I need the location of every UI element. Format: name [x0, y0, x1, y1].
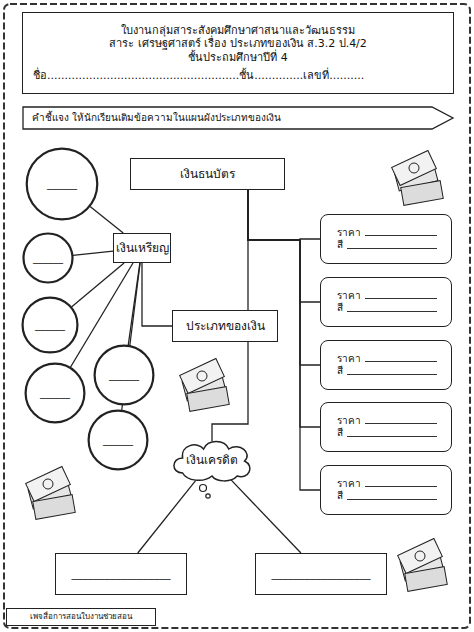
node-text: คำชี้แจง ให้นักเรียนเติมข้อความในแผนผังป… [32, 112, 281, 125]
coin-circle: ______ [23, 233, 73, 283]
node-text: ชั้นประถมศึกษาปีที่ 4 [33, 51, 443, 65]
node-text: สี [337, 427, 437, 440]
cloud-tail [200, 485, 207, 492]
node-text: ราคา [337, 290, 437, 303]
money-icon [180, 358, 230, 411]
connector-line [73, 251, 113, 255]
node-text: ราคา [337, 227, 437, 240]
node-text: ราคา [337, 415, 437, 428]
money-icon [392, 150, 444, 205]
money-icon [26, 466, 76, 519]
banknote-box: ราคาสี [320, 402, 452, 452]
connector-line [138, 480, 196, 553]
node-text: เพจสื่อการสอนใบงานช่วยสอน [30, 612, 132, 622]
node-text: ประเภทของเงิน [186, 319, 265, 334]
connector-line [248, 190, 320, 240]
connector-line [71, 263, 124, 307]
connector-line [90, 206, 123, 233]
coin-circle: ______ [22, 297, 78, 353]
node-text: สี [337, 490, 437, 503]
category-box: เงินเหรียญ [113, 233, 171, 263]
credit-cloud: เงินเครดิต [170, 438, 254, 482]
node-text: สี [337, 365, 437, 378]
node-text: ______ [40, 387, 70, 400]
cloud-tail [206, 494, 210, 498]
node-text: __________________ [272, 567, 371, 581]
central-box: ประเภทของเงิน [172, 310, 278, 342]
node-text: สี [337, 302, 437, 315]
category-box: เงินธนบัตร [130, 158, 285, 190]
coin-circle: ______ [88, 410, 148, 470]
node-text: เงินเครดิต [186, 453, 238, 468]
money-icon [398, 538, 448, 591]
connector-line [248, 190, 320, 427]
header-box: ใบงานกลุ่มสาระสังคมศึกษาศาสนาและวัฒนธรรม… [22, 12, 454, 94]
node-text: ______ [103, 434, 133, 447]
answer-box: __________________ [255, 553, 387, 595]
banknote-box: ราคาสี [320, 465, 452, 515]
node-text: ______ [33, 252, 63, 265]
footer-credit: เพจสื่อการสอนใบงานช่วยสอน [6, 608, 156, 626]
node-text: เงินเหรียญ [116, 241, 169, 256]
node-text: สี [337, 239, 437, 252]
banknote-box: ราคาสี [320, 277, 452, 327]
coin-circle: ______ [94, 345, 154, 405]
banknote-box: ราคาสี [320, 340, 452, 390]
node-text: สาระ เศรษฐศาสตร์ เรื่อง ประเภทของเงิน ส.… [33, 37, 443, 51]
coin-circle: ______ [25, 363, 85, 423]
node-text: ราคา [337, 478, 437, 491]
connector-line [212, 342, 248, 441]
node-text: ______ [109, 369, 139, 382]
connector-line [231, 480, 301, 553]
node-text: ______ [35, 319, 65, 332]
connector-line [142, 263, 172, 326]
node-text: ชื่อ....................................… [33, 69, 443, 83]
answer-box: __________________ [55, 553, 187, 595]
dashed-page-border [4, 4, 470, 628]
instruction-banner: คำชี้แจง ให้นักเรียนเติมข้อความในแผนผังป… [22, 106, 454, 130]
node-text: ใบงานกลุ่มสาระสังคมศึกษาศาสนาและวัฒนธรรม [33, 24, 443, 38]
coin-circle: ______ [26, 148, 98, 220]
node-text: ______ [47, 178, 77, 191]
banknote-box: ราคาสี [320, 214, 452, 264]
node-text: ราคา [337, 353, 437, 366]
node-text: เงินธนบัตร [180, 167, 235, 182]
connector-line [248, 190, 320, 302]
node-text: __________________ [72, 567, 171, 581]
